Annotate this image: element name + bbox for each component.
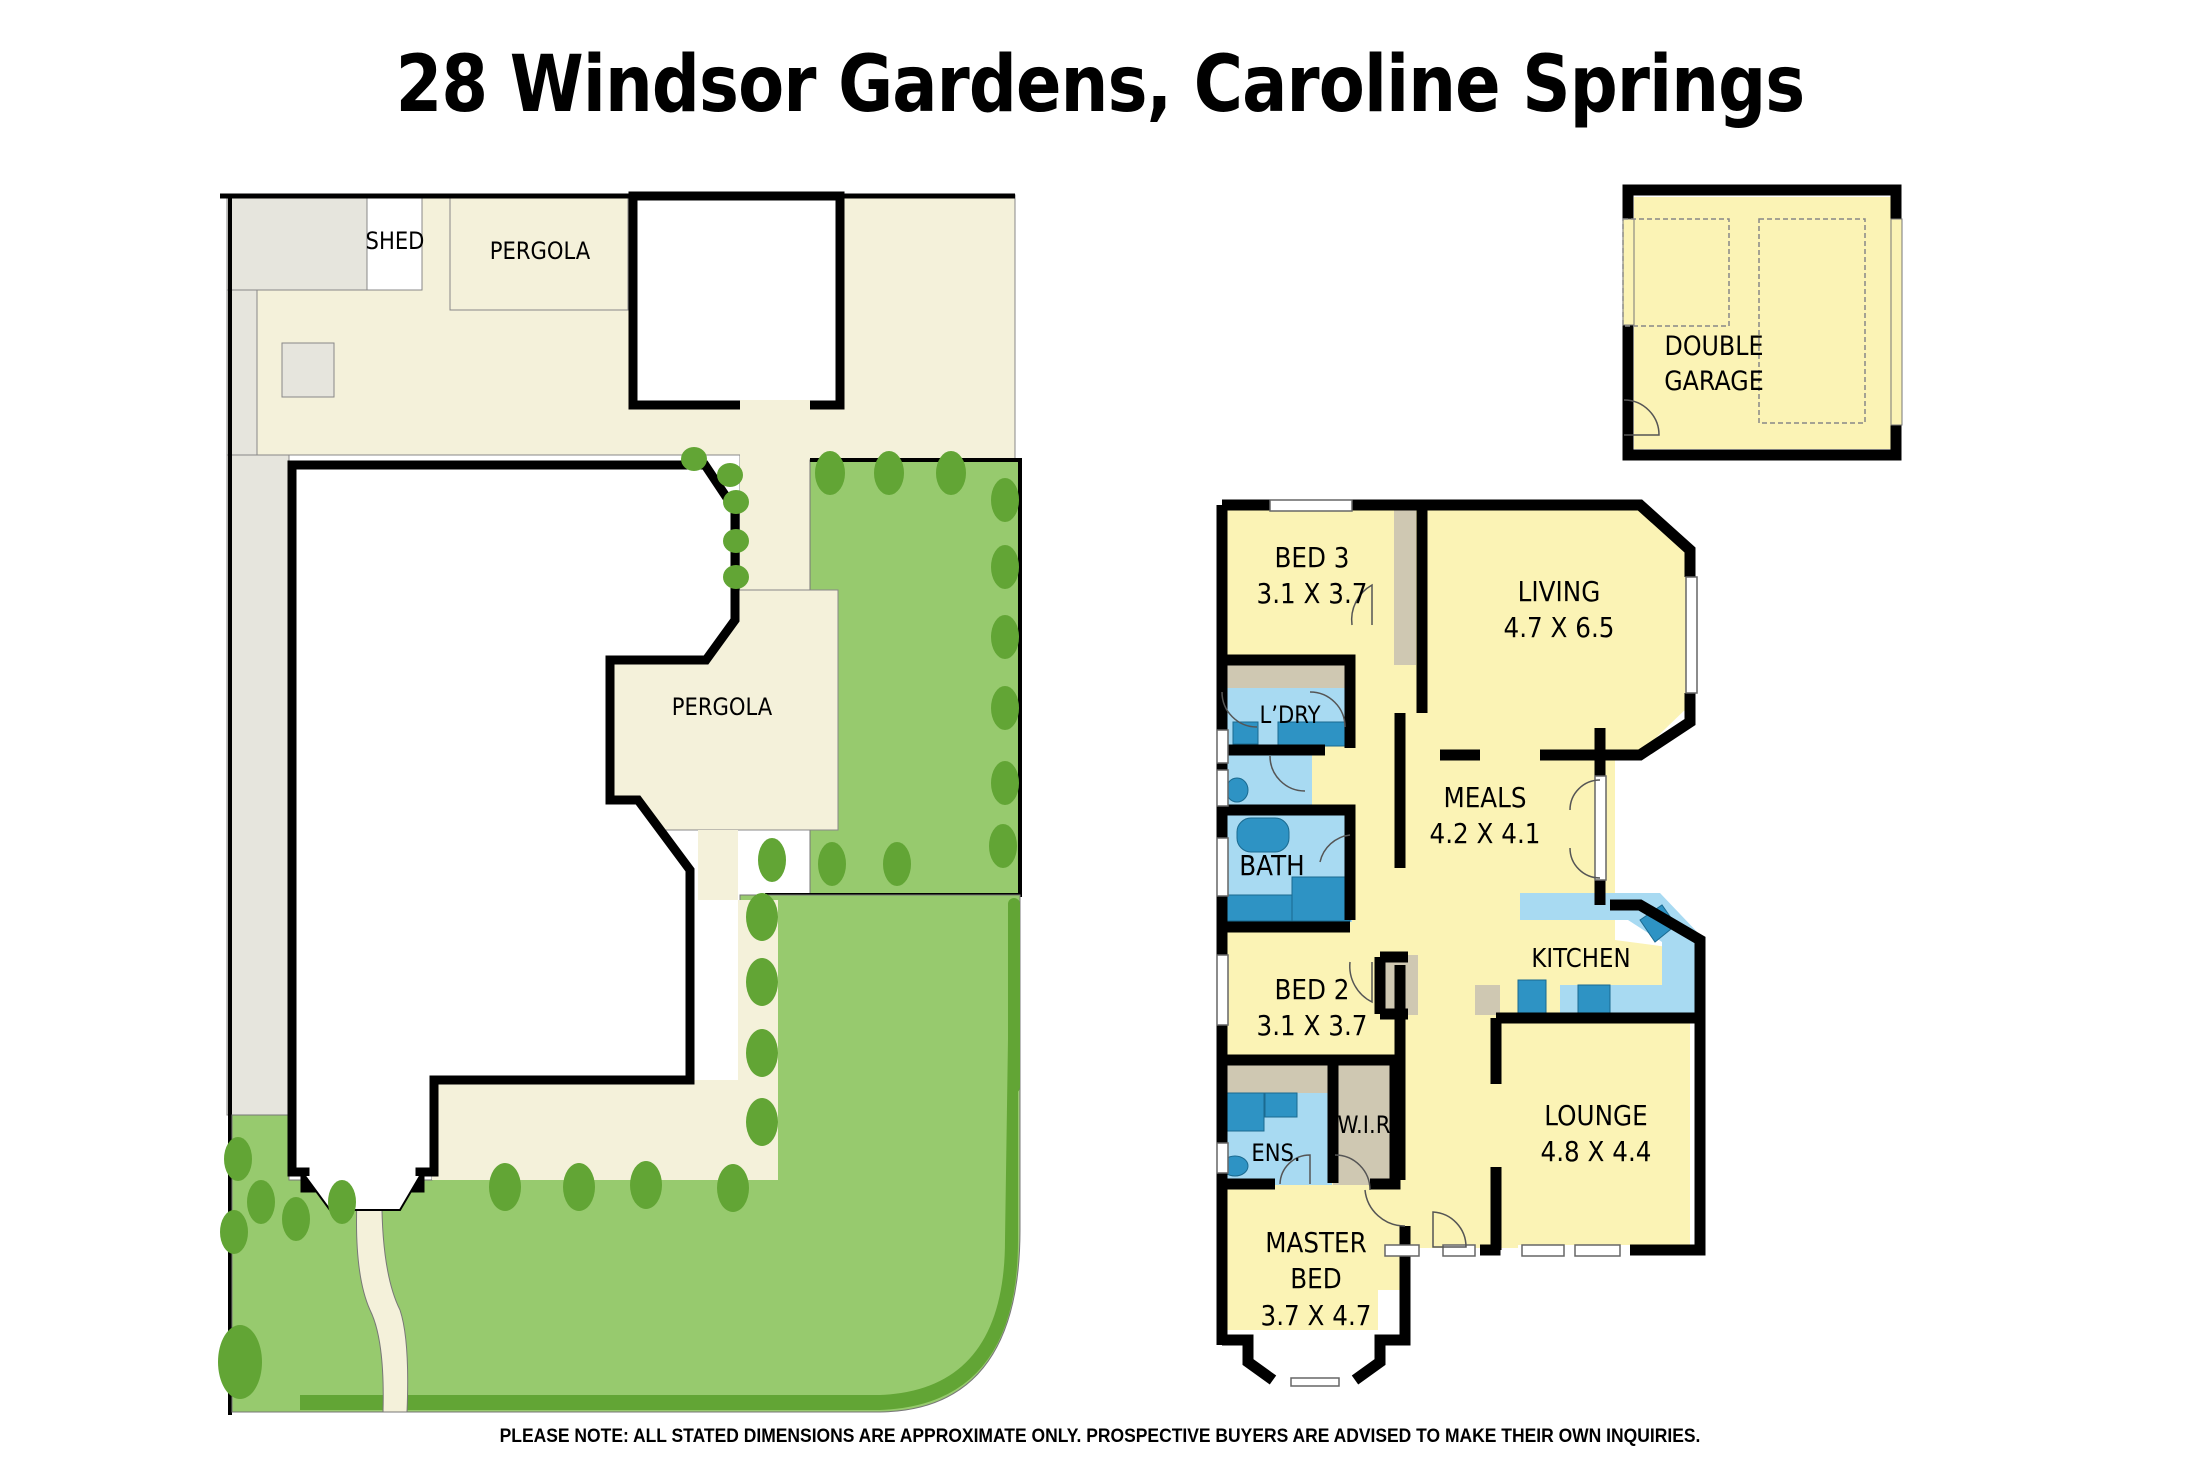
page-title: 28 Windsor Gardens, Caroline Springs [395, 40, 1806, 130]
room-lounge: LOUNGE 4.8 X 4.4 [1540, 1099, 1652, 1169]
label-pergola-rear: PERGOLA [489, 237, 591, 265]
room-bath: BATH [1239, 849, 1305, 882]
room-master-bed: MASTER BED 3.7 X 4.7 [1260, 1226, 1372, 1332]
room-meals: MEALS 4.2 X 4.1 [1429, 781, 1541, 851]
room-bed2: BED 2 3.1 X 3.7 [1256, 973, 1368, 1043]
room-kitchen: KITCHEN [1531, 944, 1631, 974]
label-shed: SHED [365, 227, 425, 255]
label-double-garage: DOUBLE GARAGE [1664, 331, 1764, 398]
room-living: LIVING 4.7 X 6.5 [1503, 575, 1615, 645]
room-wir: W.I.R [1337, 1111, 1391, 1139]
water-tank [281, 342, 335, 398]
room-bed3: BED 3 3.1 X 3.7 [1256, 541, 1368, 611]
room-ensuite: ENS. [1251, 1139, 1301, 1167]
disclaimer-note: PLEASE NOTE: ALL STATED DIMENSIONS ARE A… [499, 1426, 1701, 1447]
label-pergola-side: PERGOLA [671, 693, 773, 721]
room-laundry: L’DRY [1259, 701, 1321, 729]
